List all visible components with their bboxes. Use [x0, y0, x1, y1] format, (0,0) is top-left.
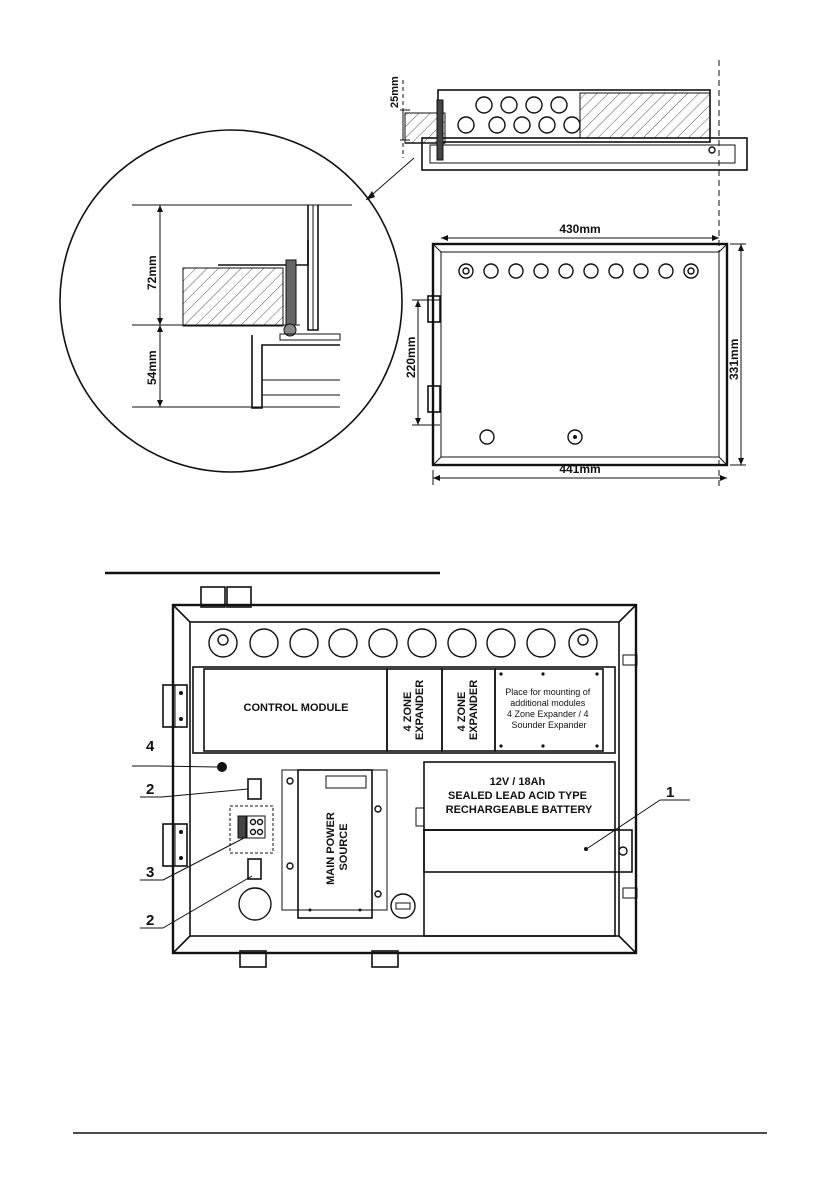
additional-line4: Sounder Expander: [511, 720, 586, 730]
zone-expander-1-label: 4 ZONE EXPANDER: [402, 680, 426, 740]
dim-441mm: 441mm: [559, 462, 600, 476]
dim-220mm: 220mm: [404, 337, 418, 378]
additional-line1: Place for mounting of: [505, 687, 591, 697]
additional-line2: additional modules: [510, 698, 586, 708]
callout-4: 4: [146, 738, 155, 755]
additional-line3: 4 Zone Expander / 4: [507, 709, 589, 719]
callout-2-lower: 2: [146, 912, 154, 929]
front-view: 430mm 441mm 331mm 220mm: [404, 222, 746, 485]
battery-profile: [580, 93, 710, 138]
callout-1: 1: [666, 784, 674, 801]
battery-line1: 12V / 18Ah: [490, 776, 546, 788]
layout-view: CONTROL MODULE 4 ZONE EXPANDER 4 ZONE EX…: [132, 587, 690, 967]
zone-expander-2-line1: 4 ZONE: [456, 692, 468, 732]
detail-hatch: [183, 268, 283, 326]
dim-54mm: 54mm: [145, 350, 159, 385]
zone-expander-2-label: 4 ZONE EXPANDER: [456, 680, 480, 740]
control-module-label: CONTROL MODULE: [244, 702, 349, 714]
battery-line3: RECHARGEABLE BATTERY: [446, 804, 593, 816]
power-line1: MAIN POWER: [325, 812, 337, 885]
battery-bay: [424, 830, 615, 936]
item-2-lower-clip: [248, 859, 261, 879]
detail-screw: [286, 260, 296, 325]
dim-331mm: 331mm: [727, 339, 741, 380]
zone-expander-2-line2: EXPANDER: [468, 680, 480, 740]
dim-430mm: 430mm: [559, 222, 600, 236]
item-2-upper-clip: [248, 779, 261, 799]
knockout-bottom: [239, 888, 271, 920]
callout-3: 3: [146, 864, 154, 881]
zone-expander-1-line1: 4 ZONE: [402, 692, 414, 732]
dim-72mm: 72mm: [145, 255, 159, 290]
main-power-source-label: MAIN POWER SOURCE: [325, 809, 350, 885]
battery-bracket: [424, 830, 632, 872]
dim-25mm: 25mm: [389, 76, 401, 108]
battery-label: 12V / 18Ah SEALED LEAD ACID TYPE RECHARG…: [446, 776, 593, 816]
cable-entry: [391, 894, 415, 918]
mounting-screw: [437, 100, 443, 160]
item-4-grommet: [217, 762, 227, 772]
power-line2: SOURCE: [338, 823, 350, 870]
zone-expander-1-line2: EXPANDER: [414, 680, 426, 740]
base-profile: [422, 138, 747, 170]
detail-magnifier: 72mm 54mm: [60, 130, 414, 472]
callout-2-upper: 2: [146, 781, 154, 798]
battery-line2: SEALED LEAD ACID TYPE: [448, 790, 587, 802]
additional-modules-label: Place for mounting of additional modules…: [505, 687, 593, 730]
